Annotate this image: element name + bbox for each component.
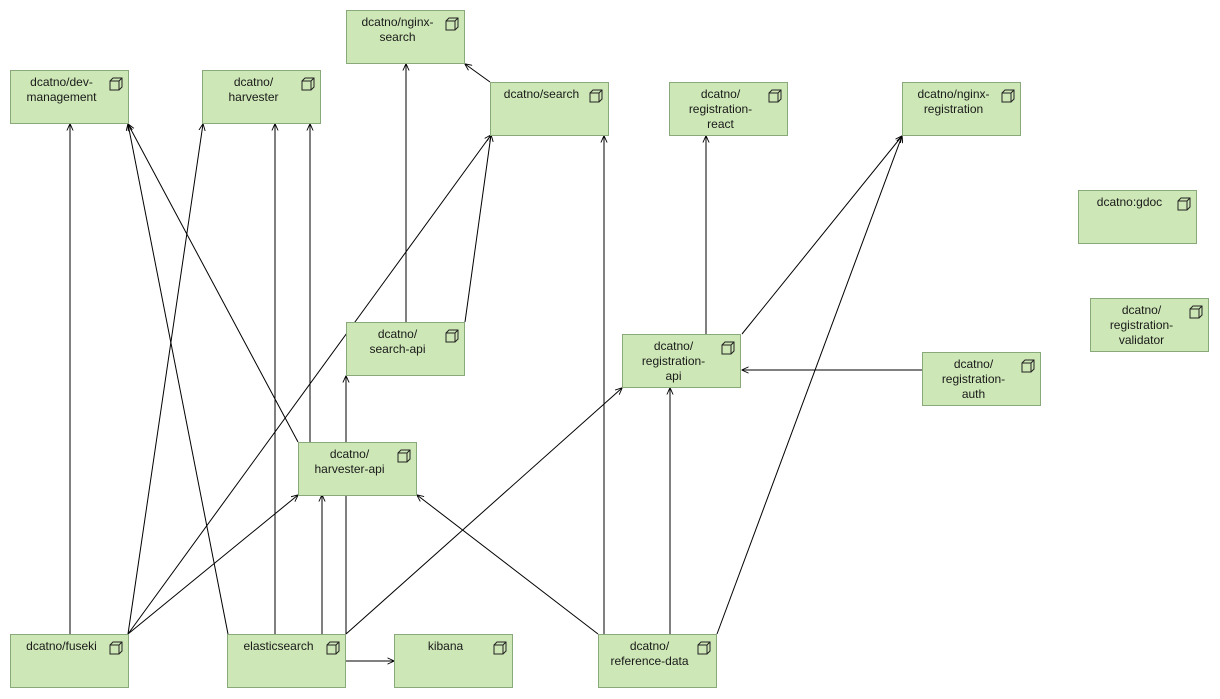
node-search[interactable]: dcatno/search: [490, 82, 609, 136]
node-label: dcatno/search: [503, 87, 580, 101]
node-label: dcatno/dev- management: [26, 75, 97, 104]
node-fuseki[interactable]: dcatno/fuseki: [10, 634, 129, 688]
node-harvester-api[interactable]: dcatno/ harvester-api: [298, 442, 417, 496]
container-icon: [1001, 89, 1015, 103]
container-icon: [445, 17, 459, 31]
container-icon: [589, 89, 603, 103]
node-registration-auth[interactable]: dcatno/ registration- auth: [922, 352, 1041, 406]
edge-fuseki-to-harvester-api: [127, 495, 298, 635]
container-icon: [326, 641, 340, 655]
node-search-api[interactable]: dcatno/ search-api: [346, 322, 465, 376]
container-icon: [109, 641, 123, 655]
container-icon: [1177, 197, 1191, 211]
edge-elasticsearch-to-registration-api: [345, 388, 622, 635]
node-label: dcatno/nginx- search: [361, 15, 434, 44]
node-kibana[interactable]: kibana: [394, 634, 513, 688]
edge-harvester-api-to-dev-management: [128, 124, 299, 443]
container-icon: [397, 449, 411, 463]
node-label: dcatno/ harvester: [228, 75, 279, 104]
container-icon: [1189, 305, 1203, 319]
node-registration-api[interactable]: dcatno/ registration- api: [622, 334, 741, 388]
node-nginx-search[interactable]: dcatno/nginx- search: [346, 10, 465, 64]
node-dev-management[interactable]: dcatno/dev- management: [10, 70, 129, 124]
node-elasticsearch[interactable]: elasticsearch: [227, 634, 346, 688]
container-icon: [445, 329, 459, 343]
edge-elasticsearch-to-dev-management: [128, 124, 229, 635]
node-reference-data[interactable]: dcatno/ reference-data: [598, 634, 717, 688]
node-label: dcatno/ registration- api: [641, 339, 706, 383]
node-gdoc[interactable]: dcatno:gdoc: [1078, 190, 1197, 244]
edge-fuseki-to-harvester: [127, 124, 203, 635]
node-registration-validator[interactable]: dcatno/ registration- validator: [1090, 298, 1209, 352]
node-label: kibana: [427, 639, 464, 653]
node-label: dcatno/ search-api: [369, 327, 426, 356]
node-label: dcatno/ reference-data: [610, 639, 689, 668]
container-icon: [109, 77, 123, 91]
node-label: dcatno/ harvester-api: [314, 447, 385, 476]
container-icon: [768, 89, 782, 103]
node-label: dcatno/fuseki: [26, 639, 97, 653]
container-icon: [301, 77, 315, 91]
node-label: elasticsearch: [243, 639, 314, 653]
edge-search-to-nginx-search: [465, 64, 491, 83]
edge-search-api-to-search: [464, 135, 491, 323]
container-icon: [697, 641, 711, 655]
edge-reference-data-to-harvester-api: [417, 495, 599, 635]
container-icon: [1021, 359, 1035, 373]
container-icon: [721, 341, 735, 355]
edge-registration-api-to-nginx-registration: [741, 136, 902, 335]
node-label: dcatno/nginx- registration: [917, 87, 990, 116]
node-registration-react[interactable]: dcatno/ registration- react: [669, 82, 788, 136]
container-icon: [493, 641, 507, 655]
node-label: dcatno/ registration- auth: [941, 357, 1006, 401]
edge-reference-data-to-nginx-registration: [716, 136, 902, 635]
node-harvester[interactable]: dcatno/ harvester: [202, 70, 321, 124]
node-label: dcatno/ registration- validator: [1109, 303, 1174, 347]
node-label: dcatno:gdoc: [1096, 195, 1163, 209]
node-nginx-registration[interactable]: dcatno/nginx- registration: [902, 82, 1021, 136]
node-label: dcatno/ registration- react: [688, 87, 753, 131]
